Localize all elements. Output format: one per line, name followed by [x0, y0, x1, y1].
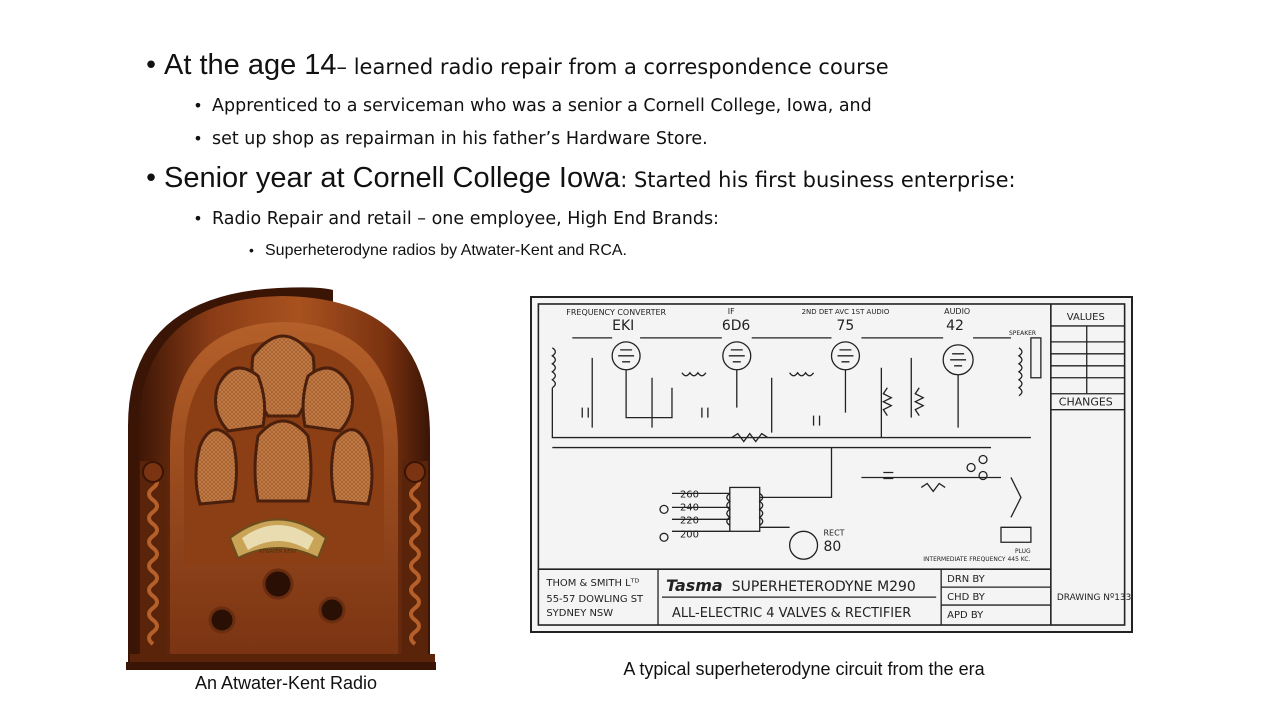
radio-caption: An Atwater-Kent Radio — [194, 673, 378, 693]
bullet-dot: • — [193, 96, 203, 115]
bullet-apprenticed: • Apprenticed to a serviceman who was a … — [184, 96, 872, 116]
bullet-senior-year: • Senior year at Cornell College Iowa : … — [138, 162, 1016, 195]
bullet-heading: Senior year at Cornell College Iowa — [164, 162, 621, 194]
label-values: VALUES — [1067, 312, 1105, 323]
superheterodyne-schematic-image: FREQUENCY CONVERTER IF 2ND DET AVC 1ST A… — [530, 296, 1133, 633]
atwater-kent-radio-image: ATWATER KENT — [126, 287, 436, 670]
bullet-text: Apprenticed to a serviceman who was a se… — [212, 96, 872, 116]
radio-badge-text: ATWATER KENT — [259, 549, 298, 555]
label-drn: DRN BY — [947, 574, 986, 585]
bullet-heading: At the age 14 — [164, 49, 337, 81]
label-rect-tube: 80 — [824, 539, 842, 555]
label-drawing-number: DRAWING Nº133 — [1057, 593, 1132, 603]
bullet-text: : Started his first business enterprise: — [620, 168, 1016, 192]
label-rect: RECT — [824, 528, 845, 537]
bullet-text: set up shop as repairman in his father’s… — [212, 129, 708, 149]
bullet-dot: • — [143, 51, 159, 81]
bullet-text: Superheterodyne radios by Atwater-Kent a… — [265, 242, 627, 259]
label-brand: Tasma — [666, 576, 723, 595]
label-tap-220: 220 — [680, 515, 699, 526]
bullet-text: Radio Repair and retail – one employee, … — [212, 209, 719, 229]
label-plug: PLUG — [1015, 548, 1031, 555]
schematic-caption: A typical superheterodyne circuit from t… — [623, 659, 985, 679]
label-detector: 2ND DET AVC 1ST AUDIO — [802, 308, 890, 316]
label-if: IF — [728, 307, 735, 316]
label-tap-260: 260 — [680, 489, 699, 500]
label-tube-75: 75 — [836, 318, 854, 334]
label-tap-200: 200 — [680, 529, 699, 540]
bullet-radio-repair: • Radio Repair and retail – one employee… — [184, 209, 719, 229]
label-audio: AUDIO — [944, 307, 970, 316]
bullet-text: – learned radio repair from a correspond… — [336, 55, 889, 79]
bullet-dot: • — [193, 129, 203, 148]
label-model: SUPERHETERODYNE M290 — [732, 579, 916, 595]
label-tube-ekl: EKI — [612, 318, 634, 334]
bullet-dot: • — [143, 164, 159, 194]
label-maker-line2: 55-57 DOWLING ST — [546, 594, 644, 605]
bullet-superheterodyne: • Superheterodyne radios by Atwater-Kent… — [238, 242, 627, 260]
label-chd: CHD BY — [947, 592, 986, 603]
label-spec: ALL-ELECTRIC 4 VALVES & RECTIFIER — [672, 606, 911, 621]
label-frequency-converter: FREQUENCY CONVERTER — [566, 308, 666, 317]
label-maker-line1: THOM & SMITH Lᵀᴰ — [545, 578, 639, 589]
label-intermediate-frequency: INTERMEDIATE FREQUENCY 445 KC. — [923, 556, 1030, 563]
bullet-shop: • set up shop as repairman in his father… — [184, 129, 708, 149]
label-speaker: SPEAKER — [1009, 330, 1036, 337]
label-tube-6d6: 6D6 — [722, 318, 750, 334]
label-maker-line3: SYDNEY NSW — [546, 608, 613, 619]
label-tube-42: 42 — [946, 318, 964, 334]
bullet-dot: • — [249, 242, 254, 258]
bullet-age-14: • At the age 14 – learned radio repair f… — [138, 49, 889, 82]
label-changes: CHANGES — [1059, 396, 1113, 409]
label-apd: APD BY — [947, 610, 984, 621]
bullet-dot: • — [193, 209, 203, 228]
label-tap-240: 240 — [680, 502, 699, 513]
